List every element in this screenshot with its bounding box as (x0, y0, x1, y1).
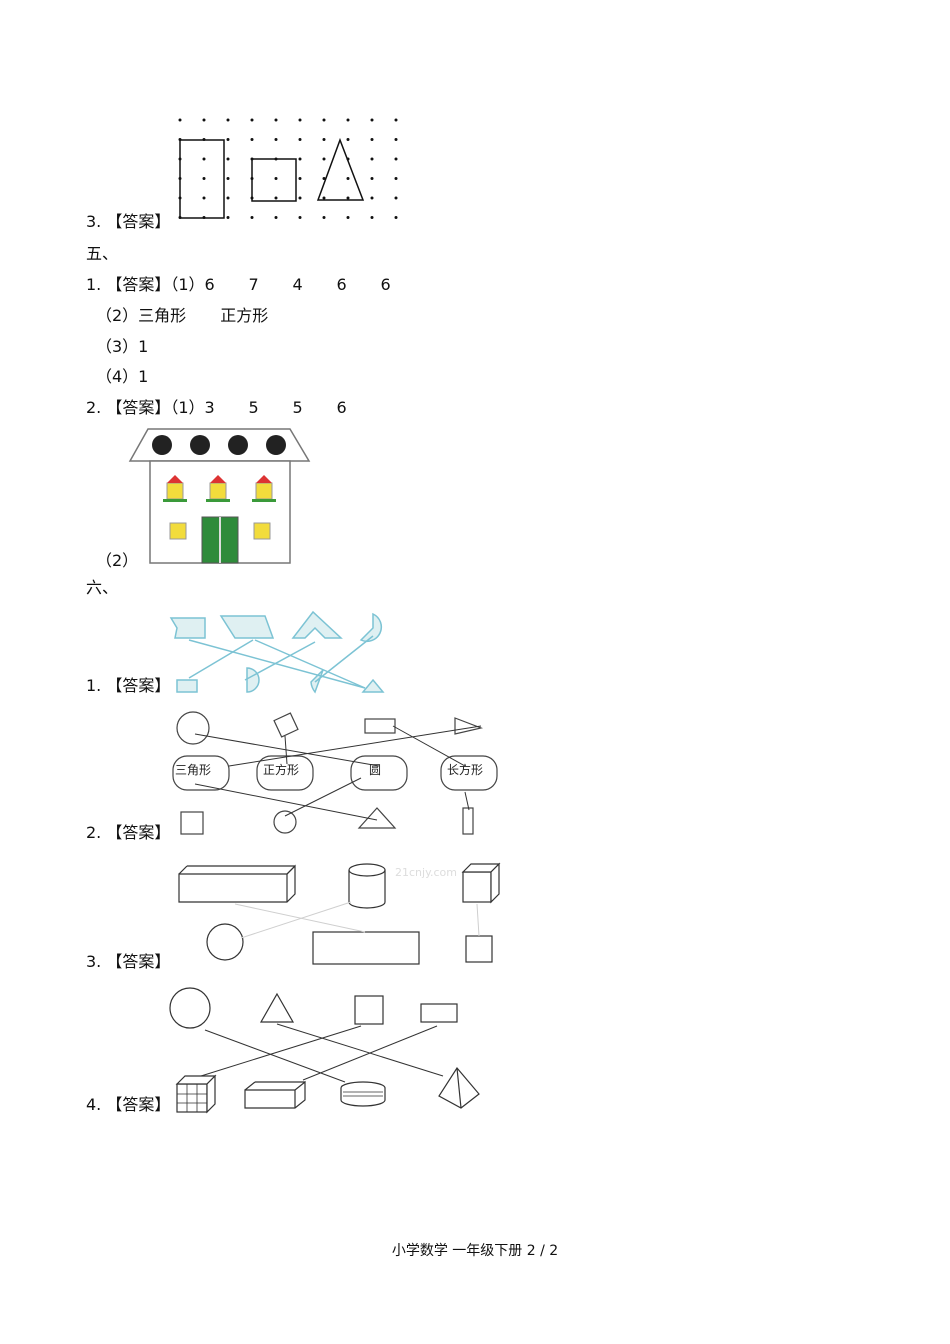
matching-figure-2: 三角形 正方形 圆 长方形 (172, 711, 498, 835)
grid-dot (202, 157, 206, 161)
house-figure (128, 428, 311, 564)
grid-dot (226, 177, 230, 180)
grid-dot (298, 216, 302, 219)
grid-dot (346, 118, 350, 122)
grid-dot (322, 177, 326, 180)
grid-dot (250, 118, 254, 122)
grid-dot (298, 157, 302, 161)
grid-dot (370, 177, 374, 180)
q4-3-answer-label: 3. 【答案】 (86, 212, 171, 231)
grid-dot (202, 196, 206, 200)
grid-dot (394, 157, 398, 161)
q5-1-part2: （2）三角形 正方形 (96, 306, 268, 326)
q5-1-part1-label: （1） (170, 275, 205, 294)
label-triangle: 三角形 (175, 763, 211, 777)
grid-dot (202, 118, 206, 122)
grid-dot (346, 177, 350, 180)
q6-3-answer-label: 3. 【答案】 (86, 952, 171, 971)
grid-dot (394, 138, 398, 141)
q5-2-prefix: 2. 【答案】 (86, 398, 171, 417)
grid-dot (274, 177, 278, 180)
grid-dot (274, 138, 278, 141)
label-rectangle: 长方形 (447, 762, 483, 777)
grid-dot (274, 216, 278, 219)
grid-dot (394, 177, 398, 180)
section-6-heading: 六、 (86, 578, 119, 597)
q5-2-value: 5 (292, 398, 303, 417)
grid-dot (226, 118, 230, 122)
grid-dot (370, 216, 374, 219)
q5-1-part4: （4）1 (96, 367, 149, 386)
grid-dot (202, 177, 206, 180)
q5-1-part2-a: （2）三角形 (96, 306, 187, 325)
grid-dot (322, 157, 326, 161)
q5-1-prefix: 1. 【答案】 (86, 275, 171, 294)
grid-dot (250, 138, 254, 141)
dot-grid-figure (178, 118, 398, 219)
grid-dot (346, 216, 350, 219)
q5-2-part2: （2） (96, 551, 139, 570)
q5-1-value: 6 (380, 275, 391, 294)
grid-dot (322, 138, 326, 141)
grid-dot (298, 118, 302, 122)
q5-1-part3: （3）1 (96, 337, 149, 356)
grid-dot (226, 216, 230, 219)
grid-dot (370, 118, 374, 122)
q5-2-value: 5 (248, 398, 259, 417)
grid-dot (394, 196, 398, 200)
grid-dot (322, 216, 326, 219)
grid-dot (298, 196, 302, 200)
q5-2-value: 3 (204, 398, 215, 417)
grid-dot (226, 157, 230, 161)
grid-dot (298, 177, 302, 180)
grid-dot (370, 138, 374, 141)
grid-dot (370, 157, 374, 161)
label-square: 正方形 (263, 762, 299, 777)
matching-figure-4 (169, 987, 480, 1114)
grid-dot (346, 196, 350, 200)
label-circle: 圆 (369, 763, 381, 777)
grid-dot (274, 196, 278, 200)
section-5-heading: 五、 (86, 244, 119, 263)
q5-2-value: 6 (336, 398, 347, 417)
q6-4-answer-label: 4. 【答案】 (86, 1095, 171, 1114)
q5-1-value: 6 (204, 275, 215, 294)
grid-dot (322, 196, 326, 200)
grid-dot (394, 118, 398, 122)
q5-1-part2-b: 正方形 (220, 306, 269, 325)
matching-figure-3: 21cnjy.com (178, 862, 501, 965)
matching-figure-1 (169, 610, 385, 694)
grid-dot (226, 196, 230, 200)
grid-dot (394, 216, 398, 219)
page-footer: 小学数学 一年级下册 2 / 2 (391, 1243, 559, 1259)
q5-2-answer: 2. 【答案】（1）3 5 5 6 (86, 398, 381, 418)
q6-2-answer-label: 2. 【答案】 (86, 823, 171, 842)
q5-1-value: 7 (248, 275, 259, 294)
grid-dot (298, 138, 302, 141)
grid-dot (322, 118, 326, 122)
q5-1-value: 4 (292, 275, 303, 294)
grid-dot (346, 138, 350, 141)
grid-dot (226, 138, 230, 141)
q5-2-part1-label: （1） (170, 398, 205, 417)
q6-1-answer-label: 1. 【答案】 (86, 676, 171, 695)
grid-dot (178, 118, 182, 122)
watermark-text: 21cnjy.com (395, 866, 457, 879)
grid-dot (250, 216, 254, 219)
grid-dot (274, 118, 278, 122)
grid-dot (370, 196, 374, 200)
q5-1-value: 6 (336, 275, 347, 294)
